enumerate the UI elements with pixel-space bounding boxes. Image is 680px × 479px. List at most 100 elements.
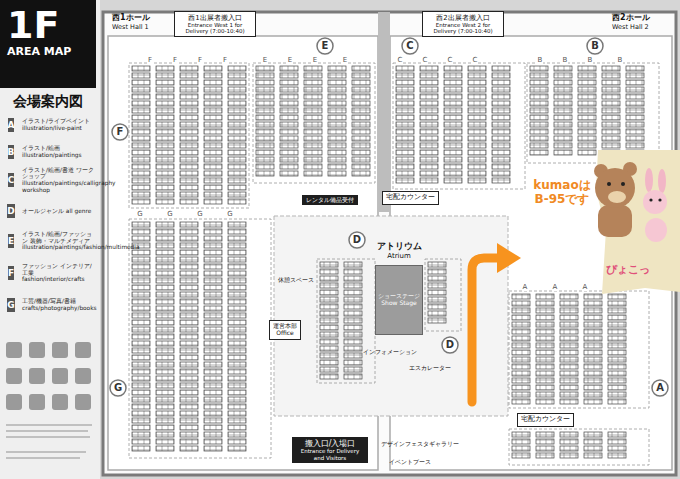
booth-island xyxy=(156,192,174,197)
node-text: A xyxy=(656,382,664,394)
booth-island xyxy=(444,94,462,99)
booth-island xyxy=(304,73,322,78)
legend-key: C xyxy=(8,173,15,187)
booth-island xyxy=(554,136,572,141)
booth-island xyxy=(468,101,486,106)
node-text: 西2出展者搬入口 xyxy=(436,14,489,22)
booth-island xyxy=(228,178,246,183)
booth-island xyxy=(468,150,486,155)
booth-island xyxy=(344,367,362,372)
booth-island xyxy=(626,94,644,99)
booth-island xyxy=(492,143,510,148)
booth-island xyxy=(512,308,530,313)
booth-island xyxy=(256,87,274,92)
booth-island xyxy=(578,94,596,99)
booth-island xyxy=(304,150,322,155)
booth-island xyxy=(132,271,150,276)
booth-island xyxy=(228,320,246,325)
booth-island xyxy=(468,122,486,127)
booth-island xyxy=(468,87,486,92)
booth-island xyxy=(180,222,198,227)
booth-island xyxy=(180,143,198,148)
legend-key: E xyxy=(8,234,14,248)
booth-island xyxy=(320,367,338,372)
booth-island xyxy=(578,143,596,148)
facility-label: デザインフェスタギャラリー xyxy=(381,441,459,448)
block-letter: A xyxy=(522,283,529,291)
booth-island xyxy=(180,397,198,402)
booth-island xyxy=(180,362,198,367)
booth-island xyxy=(602,80,620,85)
booth-island xyxy=(228,264,246,269)
booth-island xyxy=(608,294,626,299)
booth-island xyxy=(204,432,222,437)
booth-island xyxy=(204,229,222,234)
booth-island xyxy=(180,264,198,269)
booth-island xyxy=(132,327,150,332)
booth-island xyxy=(468,136,486,141)
booth-island xyxy=(560,301,578,306)
booth-island xyxy=(492,164,510,169)
booth-island xyxy=(228,185,246,190)
booth-island xyxy=(228,101,246,106)
booth-island xyxy=(608,392,626,397)
booth-island xyxy=(626,80,644,85)
booth-island xyxy=(626,66,644,71)
booth-island xyxy=(530,143,548,148)
node-text: Office xyxy=(276,330,294,337)
booth-island xyxy=(320,339,338,344)
booth-island xyxy=(468,129,486,134)
booth-island xyxy=(256,108,274,113)
booth-island xyxy=(204,362,222,367)
booth-island xyxy=(560,399,578,404)
booth-island xyxy=(428,318,446,323)
booth-island xyxy=(560,315,578,320)
booth-island xyxy=(530,87,548,92)
booth-island xyxy=(228,229,246,234)
booth-island xyxy=(180,390,198,395)
booth-island xyxy=(204,199,222,204)
booth-island xyxy=(530,129,548,134)
booth-island xyxy=(204,250,222,255)
booth-island xyxy=(560,364,578,369)
booth-island xyxy=(156,348,174,353)
booth-island xyxy=(608,432,626,437)
booth-island xyxy=(328,122,346,127)
node-text: Entrance West 2 for Delivery (7:00-10:40… xyxy=(426,22,500,35)
node-text: Entrance for Delivery and Visitors xyxy=(296,448,364,461)
booth-island xyxy=(396,66,414,71)
block-outline xyxy=(509,291,649,408)
booth-island xyxy=(228,122,246,127)
hall-frame xyxy=(103,12,676,475)
booth-island xyxy=(352,66,370,71)
booth-island xyxy=(352,122,370,127)
booth-island xyxy=(602,129,620,134)
booth-island xyxy=(228,94,246,99)
block-letter: C xyxy=(397,56,404,64)
booth-island xyxy=(256,101,274,106)
fine-print xyxy=(6,425,92,458)
booth-island xyxy=(536,432,554,437)
booth-island xyxy=(204,341,222,346)
booth-island xyxy=(156,229,174,234)
booth-island xyxy=(536,350,554,355)
booth-island xyxy=(492,66,510,71)
booth-island xyxy=(204,355,222,360)
booth-island xyxy=(180,80,198,85)
booth-island xyxy=(602,122,620,127)
booth-island xyxy=(156,129,174,134)
booth-island xyxy=(352,136,370,141)
booth-note: kumaoは B-95です xyxy=(529,179,595,207)
booth-island xyxy=(280,66,298,71)
booth-island xyxy=(536,446,554,451)
booth-island xyxy=(180,87,198,92)
booth-grid xyxy=(132,66,644,458)
booth-island xyxy=(180,327,198,332)
booth-island xyxy=(352,143,370,148)
booth-island xyxy=(256,66,274,71)
booth-island xyxy=(530,136,548,141)
block-letter: E xyxy=(262,56,268,64)
booth-island xyxy=(512,357,530,362)
hall-name: West Hall 1 xyxy=(112,24,149,31)
booth-island xyxy=(256,171,274,176)
